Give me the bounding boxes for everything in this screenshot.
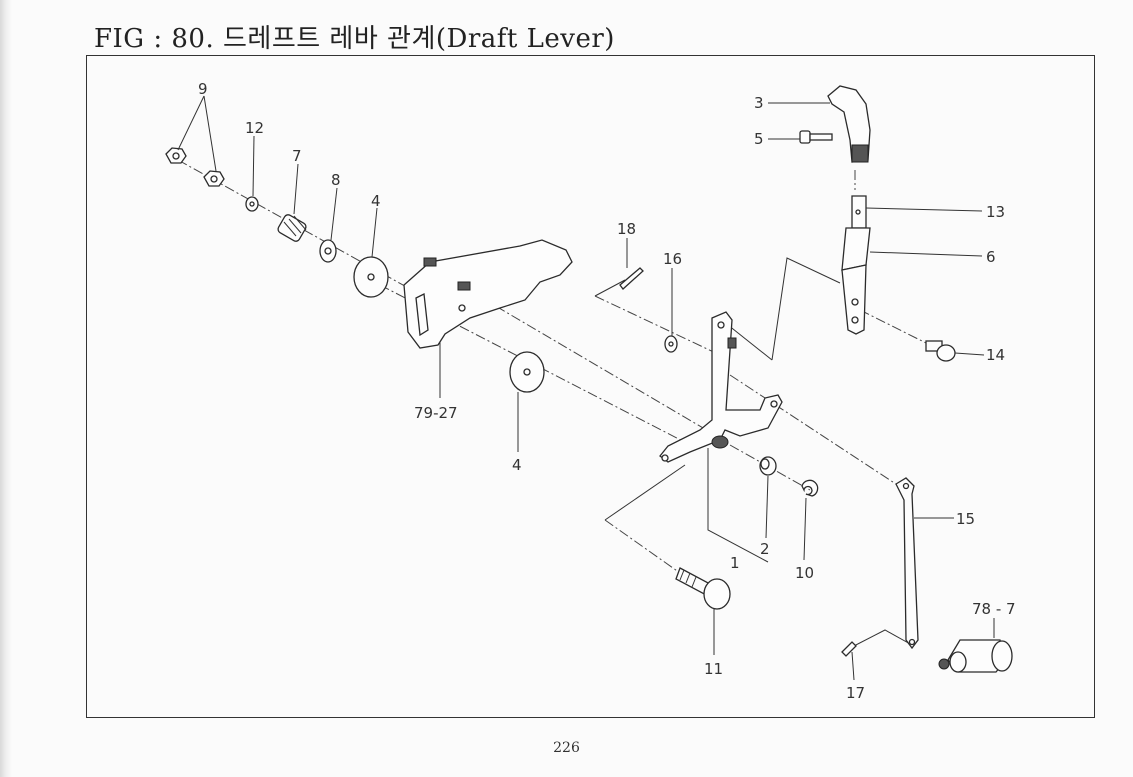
callout-3: 3: [754, 94, 764, 112]
lever-arm-13-6: [841, 195, 871, 335]
page-edge-shadow: [0, 0, 12, 777]
callout-2: 2: [760, 540, 770, 558]
label-leaders: [177, 95, 995, 681]
knob-3: [827, 85, 871, 163]
e-ring-10: [801, 479, 819, 497]
callout-79-27: 79-27: [414, 404, 458, 422]
screw-5: [799, 130, 833, 144]
figure-title: FIG : 80. 드레프트 레바 관계(Draft Lever): [94, 24, 615, 54]
callout-6: 6: [986, 248, 996, 266]
cotter-pin-17: [841, 641, 857, 657]
callout-11: 11: [704, 660, 723, 678]
washer-16: [664, 335, 678, 353]
callout-14: 14: [986, 346, 1005, 364]
cotter-pin-18: [619, 267, 644, 290]
washer-8: [319, 239, 337, 263]
callout-9: 9: [198, 80, 208, 98]
washer-4-lower: [509, 351, 545, 393]
bolt-11: [675, 567, 731, 610]
washer-4-upper: [353, 256, 389, 298]
collar-2: [759, 456, 777, 476]
nut-9-lower: [203, 170, 225, 187]
callout-labels: 9 12 7 8 4 79-27 4 18 16 1 2 10 11 3 5 1…: [198, 80, 1016, 702]
callout-12: 12: [245, 119, 264, 137]
callout-8: 8: [331, 171, 341, 189]
assembly-step-lines: [594, 257, 913, 649]
link-rod-15: [895, 477, 919, 650]
callout-18: 18: [617, 220, 636, 238]
washer-12: [245, 196, 259, 212]
callout-4-lower: 4: [512, 456, 522, 474]
callout-5: 5: [754, 130, 764, 148]
pin-roller-78-7: [938, 639, 1013, 673]
draft-lever-1: [659, 311, 783, 463]
callout-4-upper: 4: [371, 192, 381, 210]
callout-1: 1: [730, 554, 740, 572]
callout-10: 10: [795, 564, 814, 582]
callout-7: 7: [292, 147, 302, 165]
page-number: 226: [553, 740, 580, 756]
bracket-plate-79-27: [403, 239, 573, 349]
diagram-frame: [86, 55, 1095, 718]
callout-17: 17: [846, 684, 865, 702]
callout-13: 13: [986, 203, 1005, 221]
callout-16: 16: [663, 250, 682, 268]
spring-7: [277, 214, 307, 242]
nut-9-upper: [165, 147, 187, 164]
callout-15: 15: [956, 510, 975, 528]
callout-78-7: 78 - 7: [972, 600, 1016, 618]
screw-14: [925, 340, 956, 362]
